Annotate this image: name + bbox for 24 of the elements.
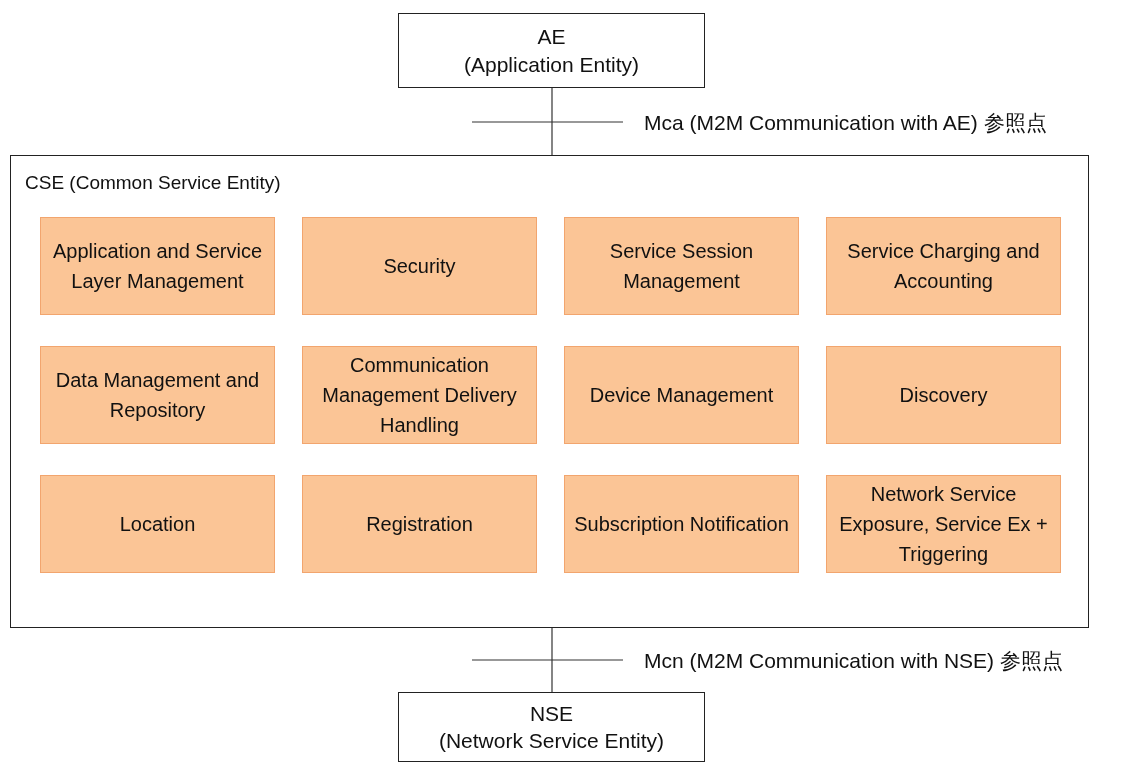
function-box: Communication Management Delivery Handling: [302, 346, 537, 444]
function-box: Discovery: [826, 346, 1061, 444]
function-box: Service Charging and Accounting: [826, 217, 1061, 315]
entity-name: NSE: [529, 700, 574, 727]
function-box: Security: [302, 217, 537, 315]
function-box: Service Session Management: [564, 217, 799, 315]
connector-line: [551, 627, 553, 693]
entity-description: (Network Service Entity): [438, 728, 665, 754]
function-box: Network Service Exposure, Service Ex + Triggering: [826, 475, 1061, 573]
edge-label: Mcn (M2M Communication with NSE) 参照点: [644, 647, 1063, 675]
container-title: CSE (Common Service Entity): [25, 172, 281, 194]
edge-label: Mca (M2M Communication with AE) 参照点: [644, 109, 1047, 137]
entity-box: [398, 692, 705, 762]
function-box: Registration: [302, 475, 537, 573]
entity-description: (Application Entity): [463, 51, 640, 78]
entity-name: AE: [537, 24, 566, 51]
function-box: Data Management and Repository: [40, 346, 275, 444]
function-box: Device Management: [564, 346, 799, 444]
entity-box: [398, 13, 705, 88]
container-box: [10, 155, 1089, 628]
function-box: Subscription Notification: [564, 475, 799, 573]
function-box: Location: [40, 475, 275, 573]
connector-line: [551, 87, 553, 156]
function-box: Application and Service Layer Management: [40, 217, 275, 315]
